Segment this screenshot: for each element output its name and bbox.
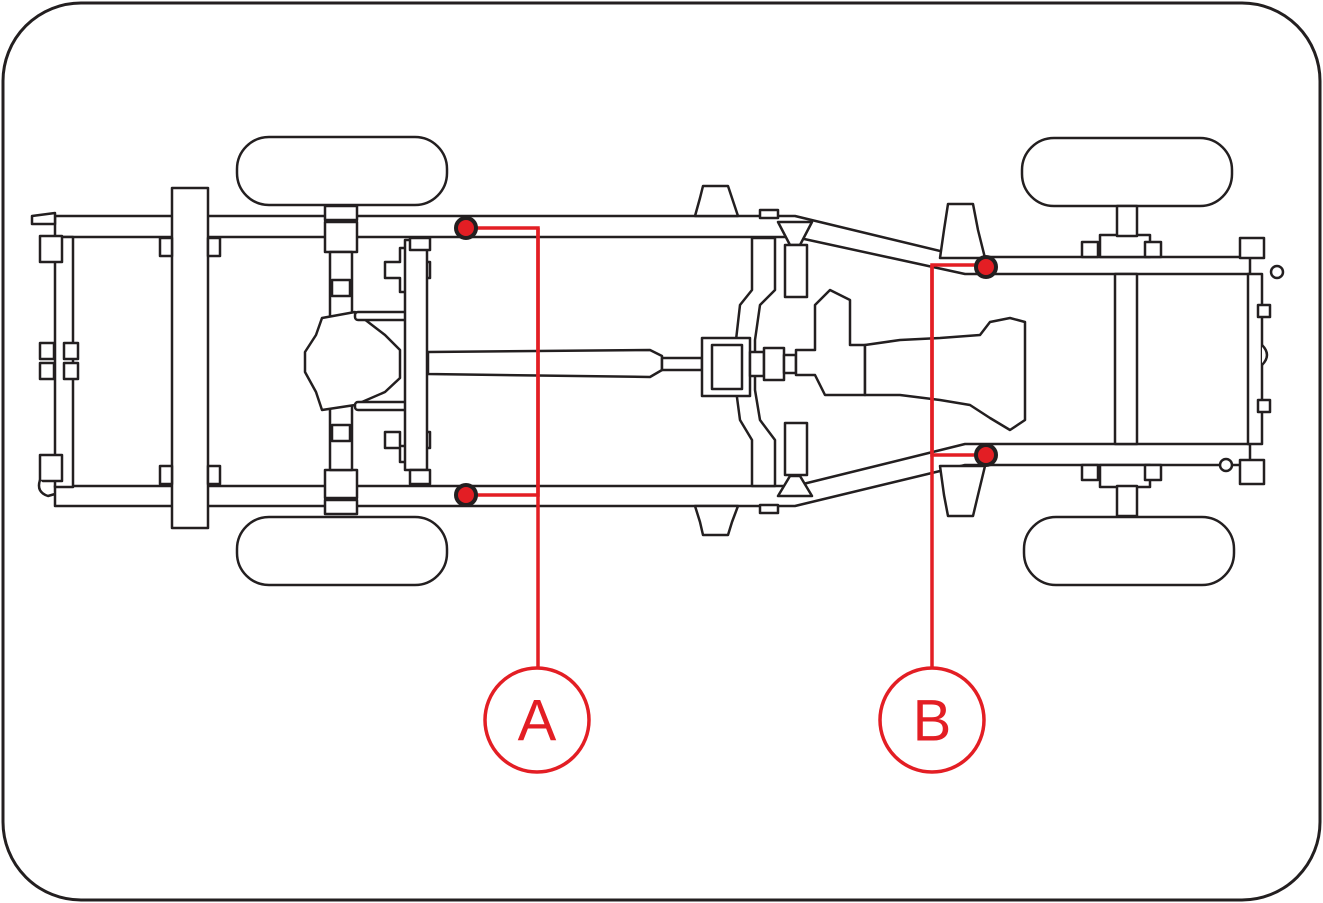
mount-point-b-lower — [974, 443, 998, 467]
callout-b: B — [878, 666, 986, 774]
body-mount-upper-mid — [693, 184, 740, 218]
rear-right-tire — [235, 515, 449, 587]
front-crossmember — [1113, 272, 1139, 446]
rear-bumper-bar — [170, 186, 210, 530]
engine-block — [863, 316, 1027, 432]
rear-left-tire — [235, 135, 449, 207]
mount-point-b-upper — [974, 255, 998, 279]
callout-a: A — [483, 666, 591, 774]
drive-shaft — [426, 348, 664, 379]
front-left-tire — [1020, 136, 1234, 208]
mount-point-a-upper — [454, 216, 478, 240]
callout-lines — [466, 226, 986, 668]
front-right-tire — [1022, 515, 1236, 587]
callout-b-label: B — [913, 689, 952, 754]
mount-point-a-lower — [454, 483, 478, 507]
callout-b-circle — [878, 666, 986, 774]
center-crossmember — [734, 236, 777, 488]
chassis-outline — [30, 135, 1285, 587]
front-end-member — [1246, 272, 1264, 446]
callout-a-label: A — [518, 689, 557, 754]
mount-points — [454, 216, 998, 507]
rear-spring-left — [323, 204, 359, 222]
callout-a-circle — [483, 666, 591, 774]
body-mount-lower-mid — [693, 504, 740, 537]
